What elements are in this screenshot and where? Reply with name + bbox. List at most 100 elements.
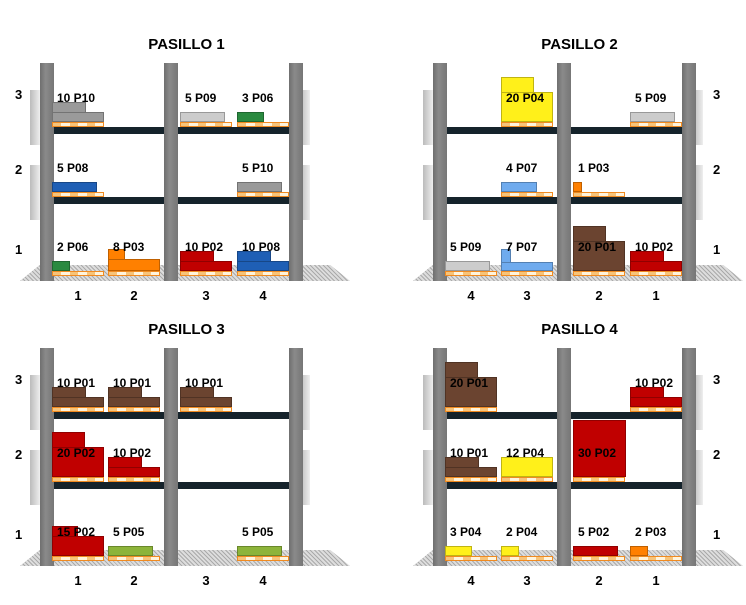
level-label: 1	[15, 527, 23, 542]
pallet	[630, 407, 682, 412]
slot-label: 4	[467, 288, 475, 303]
shelf-beam	[571, 197, 682, 204]
slot-label: 3	[523, 288, 531, 303]
cargo-label: 5 P02	[578, 525, 610, 539]
cargo-label: 20 P01	[578, 240, 617, 254]
pallet	[52, 477, 104, 482]
cargo-box[interactable]	[630, 546, 648, 556]
cargo-label: 10 P02	[113, 446, 152, 460]
slot-label: 2	[595, 573, 603, 588]
pallet	[501, 556, 553, 561]
cargo-box[interactable]	[630, 112, 675, 122]
cargo-box[interactable]	[445, 546, 472, 556]
level-label: 3	[15, 372, 23, 387]
cargo-label: 20 P02	[57, 446, 96, 460]
cargo-box[interactable]	[237, 112, 264, 122]
cargo-label: 7 P07	[506, 240, 538, 254]
cargo-box[interactable]	[445, 467, 497, 477]
cargo-box[interactable]	[501, 457, 553, 477]
shelf-beam	[447, 482, 557, 489]
cargo-label: 5 P09	[635, 91, 667, 105]
cargo-box[interactable]	[180, 112, 225, 122]
slot-label: 3	[202, 573, 210, 588]
shelf-beam	[571, 127, 682, 134]
pallet	[237, 192, 289, 197]
level-label: 2	[15, 162, 23, 177]
shelf-beam	[571, 482, 682, 489]
slot-label: 1	[74, 288, 82, 303]
slot-label: 4	[259, 573, 267, 588]
pallet	[501, 192, 553, 197]
pallet	[573, 556, 625, 561]
cargo-label: 4 P07	[506, 161, 538, 175]
shelf-beam	[178, 412, 289, 419]
cargo-box[interactable]	[237, 182, 282, 192]
shelf-beam	[447, 127, 557, 134]
slot-label: 4	[467, 573, 475, 588]
cargo-box[interactable]	[573, 420, 626, 477]
pallet	[108, 407, 160, 412]
cargo-label: 12 P04	[506, 446, 545, 460]
cargo-label: 2 P06	[57, 240, 89, 254]
cargo-box[interactable]	[180, 261, 232, 271]
cargo-box[interactable]	[501, 92, 553, 122]
cargo-label: 15 P02	[57, 525, 96, 539]
cargo-box[interactable]	[445, 377, 497, 407]
rack-brace	[693, 450, 703, 505]
cargo-label: 5 P10	[242, 161, 274, 175]
cargo-box[interactable]	[108, 397, 160, 407]
cargo-box[interactable]	[52, 536, 104, 556]
cargo-box[interactable]	[52, 447, 104, 477]
cargo-box[interactable]	[108, 259, 160, 271]
cargo-label: 10 P08	[242, 240, 281, 254]
rack-brace	[300, 375, 310, 430]
cargo-box[interactable]	[52, 112, 104, 122]
cargo-label: 20 P04	[506, 91, 545, 105]
cargo-box[interactable]	[573, 241, 625, 271]
pallet	[573, 477, 625, 482]
cargo-label: 3 P04	[450, 525, 482, 539]
aisle-title: PASILLO 1	[148, 36, 225, 53]
shelf-beam	[54, 412, 164, 419]
rack-brace	[423, 90, 433, 145]
cargo-box[interactable]	[501, 546, 519, 556]
pallet	[501, 122, 553, 127]
cargo-box[interactable]	[52, 397, 104, 407]
rack-brace	[300, 165, 310, 220]
shelf-beam	[54, 127, 164, 134]
pallet	[237, 122, 289, 127]
rack-brace	[693, 375, 703, 430]
level-label: 2	[15, 447, 23, 462]
rack-brace	[300, 90, 310, 145]
cargo-box[interactable]	[573, 182, 582, 192]
cargo-box[interactable]	[108, 467, 160, 477]
rack-upright	[557, 348, 571, 566]
cargo-box[interactable]	[237, 261, 289, 271]
pallet	[630, 122, 682, 127]
slot-label: 3	[202, 288, 210, 303]
cargo-box[interactable]	[52, 261, 70, 271]
cargo-box[interactable]	[501, 182, 537, 192]
cargo-box[interactable]	[630, 261, 682, 271]
cargo-label: 10 P02	[635, 240, 674, 254]
cargo-box[interactable]	[180, 397, 232, 407]
shelf-beam	[178, 127, 289, 134]
level-label: 3	[713, 87, 721, 102]
cargo-box[interactable]	[573, 546, 618, 556]
cargo-box[interactable]	[108, 546, 153, 556]
pallet	[52, 407, 104, 412]
rack-upright	[289, 348, 303, 566]
rack-brace	[423, 165, 433, 220]
cargo-label: 5 P05	[242, 525, 274, 539]
cargo-box[interactable]	[52, 182, 97, 192]
pallet	[573, 192, 625, 197]
cargo-box[interactable]	[501, 262, 553, 271]
rack-brace	[300, 450, 310, 505]
cargo-box[interactable]	[630, 397, 682, 407]
cargo-box[interactable]	[445, 261, 490, 271]
cargo-label: 10 P01	[185, 376, 224, 390]
shelf-beam	[571, 412, 682, 419]
slot-label: 2	[130, 573, 138, 588]
cargo-box[interactable]	[237, 546, 282, 556]
